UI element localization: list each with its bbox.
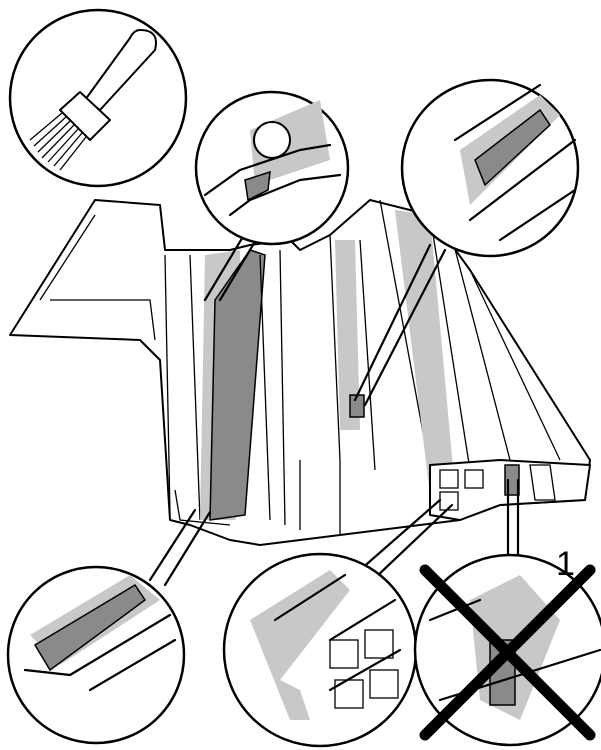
detail-circle-top-right [400, 78, 580, 258]
window-frame-profile [9, 199, 591, 546]
cross-icon [419, 564, 596, 741]
brush-icon [29, 112, 87, 171]
detail-circle-top-middle [194, 90, 350, 246]
detail-circle-bottom-right-incorrect: 1 [413, 545, 601, 747]
brush-detail-circle [8, 8, 188, 188]
callout-number: 1 [556, 545, 575, 583]
detail-circle-bottom-left [6, 565, 186, 745]
detail-circle-bottom-middle [222, 552, 418, 748]
